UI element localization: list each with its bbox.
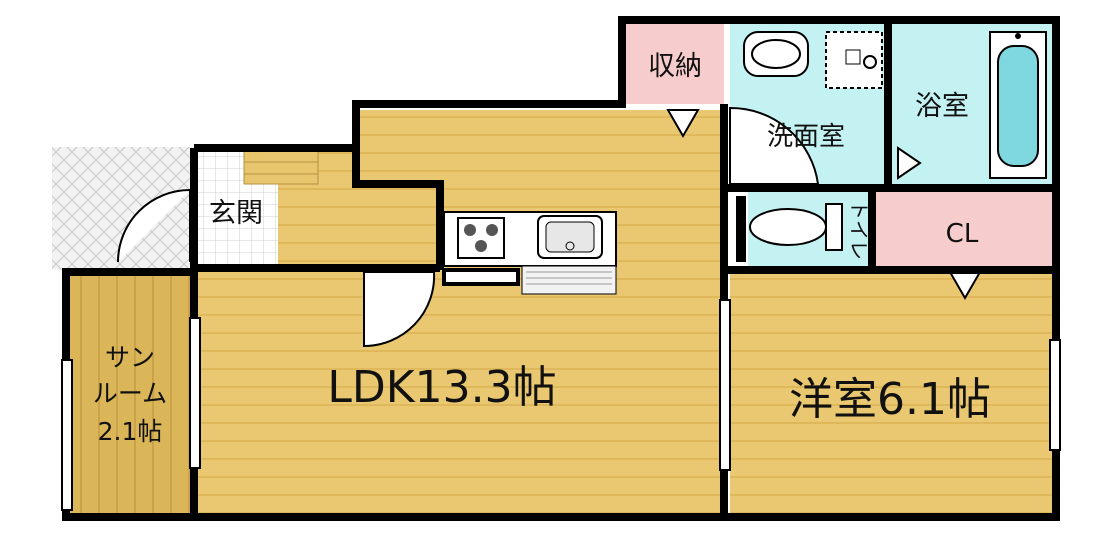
bathroom-label: 浴室 <box>915 91 969 122</box>
sunroom-label-line3: 2.1帖 <box>98 417 163 446</box>
bath-door-arrow <box>897 146 922 180</box>
entry-door-swing <box>117 189 191 263</box>
kitchen-wall-block <box>442 268 520 286</box>
ldk-label: LDK13.3帖 <box>327 362 556 413</box>
windows <box>61 299 1061 511</box>
stove-icon <box>457 217 505 259</box>
storage-label: 収納 <box>648 51 702 82</box>
counter-lines <box>526 271 612 285</box>
sunroom-floor <box>70 275 192 515</box>
closet-label: CL <box>946 219 979 249</box>
ldk-door-swing <box>363 271 436 348</box>
bathtub-icon <box>989 31 1047 179</box>
storage-area <box>626 24 724 104</box>
ldk-floor <box>196 272 724 513</box>
toilet-icon <box>749 203 843 251</box>
sink-icon <box>537 215 603 259</box>
walls <box>62 16 1060 521</box>
washroom-door-swing <box>729 106 820 185</box>
washing-machine-icon <box>825 31 883 89</box>
washroom-label: 洗面室 <box>767 122 845 152</box>
toilet-label: トイレ <box>847 200 871 260</box>
western-room-label: 洋室6.1帖 <box>789 374 991 425</box>
sunroom-label-line1: サン <box>105 343 155 372</box>
counter-lower <box>521 265 617 295</box>
storage-door-arrow <box>666 109 700 139</box>
western-room-floor <box>730 272 1052 513</box>
entrance-step <box>243 149 319 185</box>
closet-area <box>876 192 1052 266</box>
sunroom-label-line2: ルーム <box>93 379 167 408</box>
entrance-label: 玄関 <box>209 198 263 229</box>
wall-post <box>736 196 746 262</box>
washbasin-icon <box>743 31 809 77</box>
